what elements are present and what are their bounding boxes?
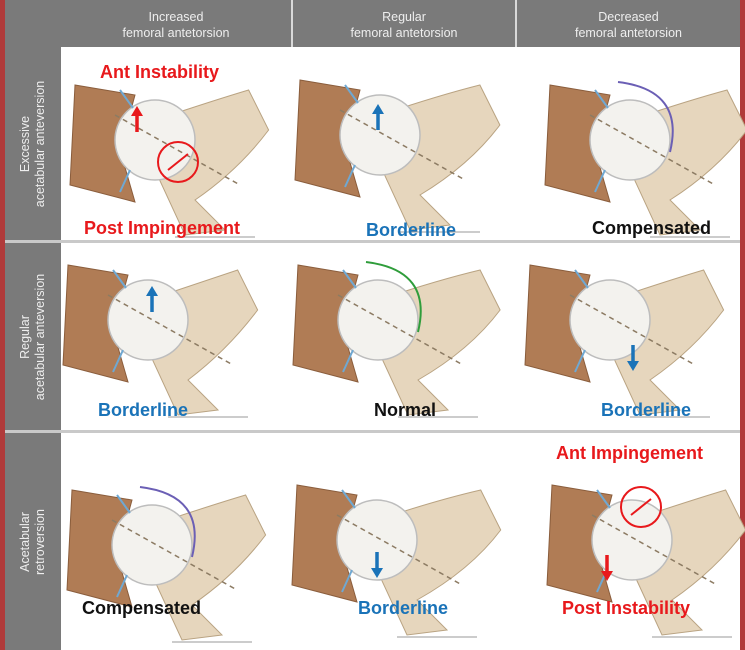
row-header-retroversion: Acetabular retroversion — [5, 433, 61, 650]
column-header-label: Decreased femoral antetorsion — [575, 9, 682, 41]
label-ant-instability: Ant Instability — [100, 62, 219, 83]
label-post-instability: Post Instability — [562, 598, 690, 619]
row-header-excessive: Excessive acetabular anteversion — [5, 47, 61, 240]
label-compensated: Compensated — [592, 218, 711, 239]
column-header-decreased: Decreased femoral antetorsion — [517, 0, 740, 47]
label-compensated: Compensated — [82, 598, 201, 619]
column-header-increased: Increased femoral antetorsion — [61, 0, 291, 47]
row-divider — [5, 430, 740, 433]
label-borderline: Borderline — [98, 400, 188, 421]
label-borderline: Borderline — [358, 598, 448, 619]
label-normal: Normal — [374, 400, 436, 421]
row-header-regular: Regular acetabular anteversion — [5, 243, 61, 430]
column-header-regular: Regular femoral antetorsion — [293, 0, 515, 47]
row-header-label: Regular acetabular anteversion — [18, 247, 48, 427]
row-header-label: Excessive acetabular anteversion — [18, 54, 48, 234]
column-header-label: Regular femoral antetorsion — [350, 9, 457, 41]
row-header-label: Acetabular retroversion — [18, 452, 48, 632]
label-borderline: Borderline — [601, 400, 691, 421]
label-borderline: Borderline — [366, 220, 456, 241]
label-post-impingement: Post Impingement — [84, 218, 240, 239]
column-header-label: Increased femoral antetorsion — [122, 9, 229, 41]
header-corner — [5, 0, 61, 47]
label-ant-impingement: Ant Impingement — [556, 443, 703, 464]
